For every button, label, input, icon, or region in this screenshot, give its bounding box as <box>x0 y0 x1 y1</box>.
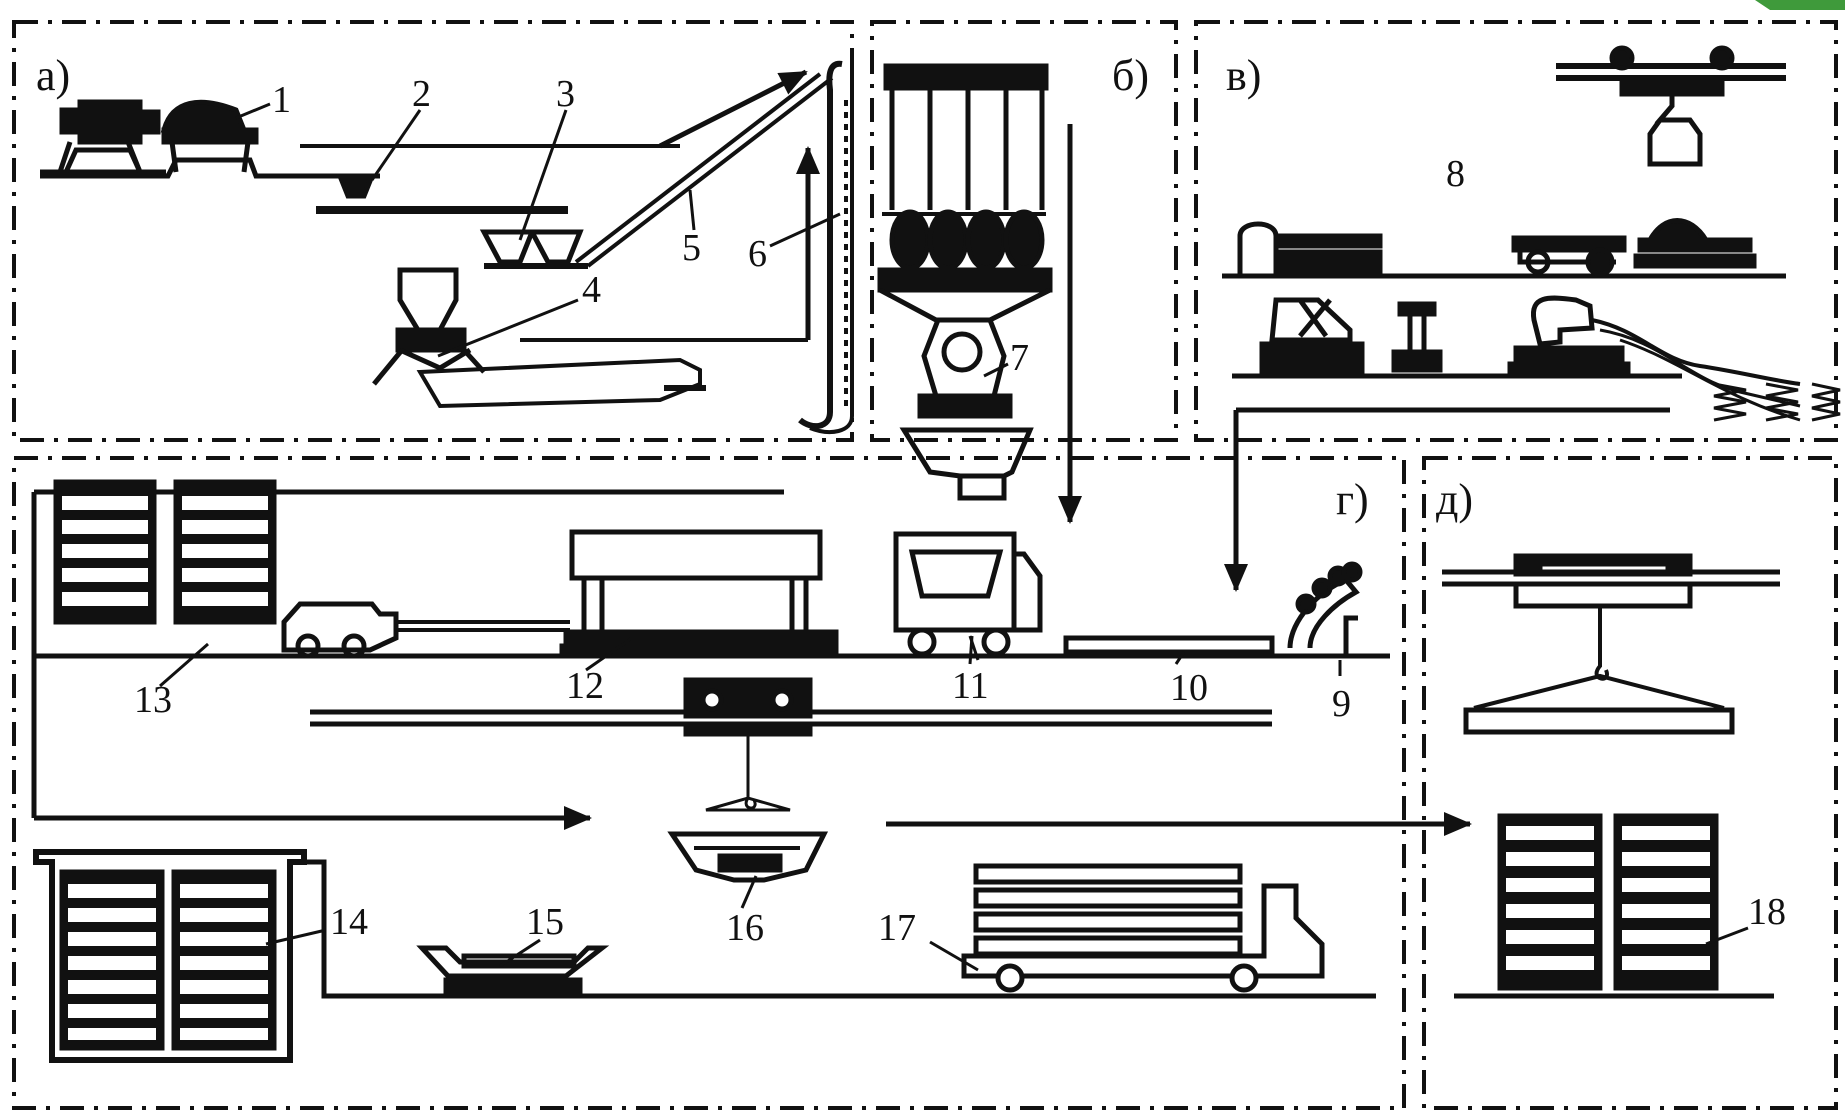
section-label-d: д) <box>1436 475 1473 524</box>
section-label-v: в) <box>1226 51 1261 100</box>
section-d-equipment <box>1442 556 1780 996</box>
callout-6: 6 <box>748 233 767 275</box>
callout-1: 1 <box>272 79 291 121</box>
section-label-a: а) <box>36 51 70 100</box>
callout-9: 9 <box>1332 683 1351 725</box>
callout-4: 4 <box>582 269 601 311</box>
corner-badge <box>1755 0 1845 10</box>
section-label-g: г) <box>1336 475 1369 524</box>
callout-5: 5 <box>682 227 701 269</box>
section-b-equipment <box>880 66 1070 522</box>
callout-10: 10 <box>1170 667 1208 709</box>
callout-14: 14 <box>330 901 368 943</box>
stack-13 <box>56 482 274 622</box>
callout-8: 8 <box>1446 153 1465 195</box>
callout-18: 18 <box>1748 891 1786 933</box>
section-v-equipment <box>1222 48 1840 590</box>
callout-11: 11 <box>952 665 989 707</box>
section-a-equipment <box>40 64 852 432</box>
callout-7: 7 <box>1010 337 1029 379</box>
section-label-b: б) <box>1112 51 1149 100</box>
section-g-equipment <box>34 482 1470 1060</box>
callout-17: 17 <box>878 907 916 949</box>
frame-a <box>14 22 852 440</box>
callout-15: 15 <box>526 901 564 943</box>
callout-12: 12 <box>566 665 604 707</box>
callout-13: 13 <box>134 679 172 721</box>
hopper-car <box>374 270 484 384</box>
callout-3: 3 <box>556 73 575 115</box>
callout-2: 2 <box>412 73 431 115</box>
callout-16: 16 <box>726 907 764 949</box>
